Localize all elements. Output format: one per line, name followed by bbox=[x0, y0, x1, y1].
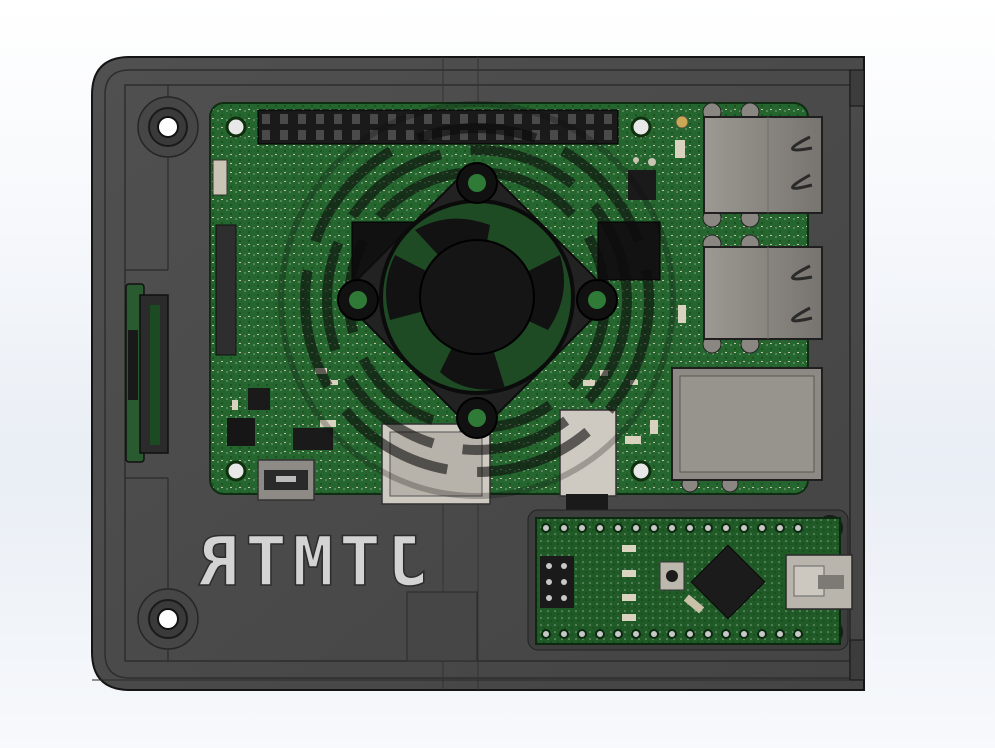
arduino-nano-board bbox=[527, 509, 853, 651]
usb-port-upper bbox=[702, 102, 823, 228]
embossed-logo-text: JTMTR bbox=[193, 523, 428, 602]
micro-usb-power-port bbox=[257, 459, 315, 501]
embossed-logo: JTMTR bbox=[192, 522, 428, 603]
sd-card-slot bbox=[125, 283, 169, 463]
mini-usb-port bbox=[785, 554, 853, 610]
ethernet-port bbox=[671, 367, 823, 493]
mount-hole-top bbox=[137, 96, 199, 158]
mount-hole-bottom bbox=[137, 588, 199, 650]
cooling-fan-icon bbox=[337, 162, 618, 439]
usb-port-lower bbox=[702, 234, 823, 354]
audio-jack bbox=[559, 409, 617, 512]
